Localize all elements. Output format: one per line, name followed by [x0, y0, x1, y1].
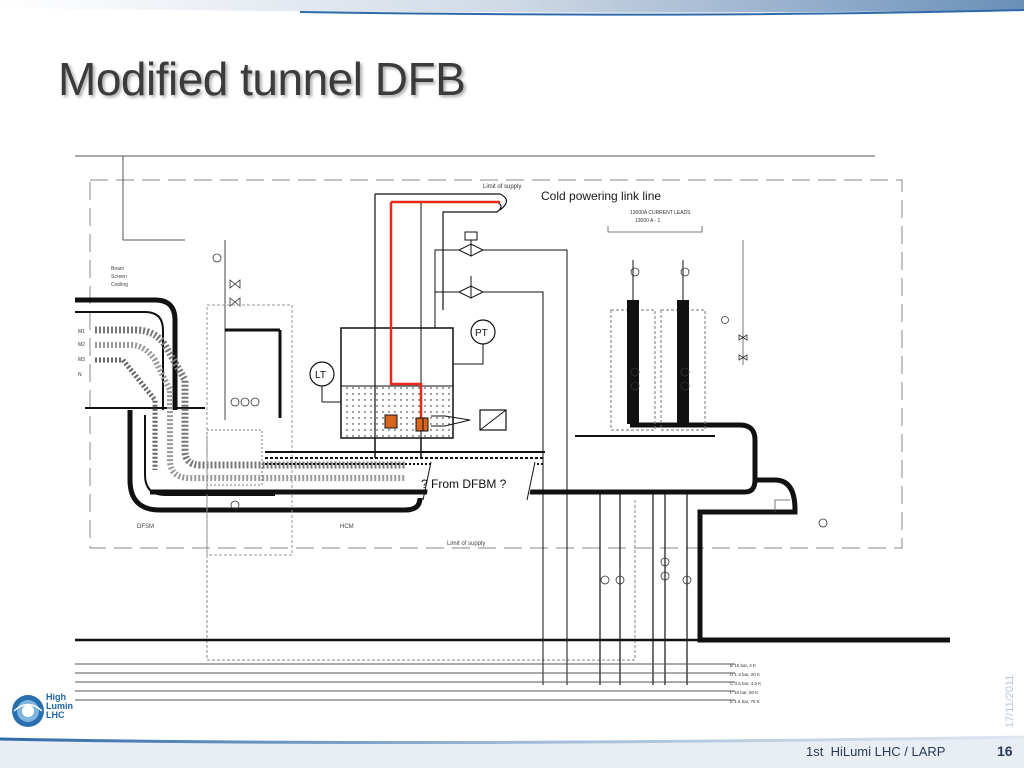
hcm-label: HCM [340, 524, 354, 530]
logo-line-1: High [46, 692, 66, 702]
helium-bath [342, 387, 452, 437]
slide-title: Modified tunnel DFB [58, 53, 466, 105]
slide-date: 17/11/2011 [1004, 674, 1016, 728]
page-number: 16 [997, 743, 1013, 759]
line-label-m2: M2 [78, 342, 85, 348]
top-band [0, 0, 1024, 16]
bottom-band [0, 735, 1024, 768]
control-valve-2 [457, 285, 472, 299]
lt-label: LT [315, 370, 326, 381]
line-label-m1: M1 [78, 329, 85, 335]
pipe-label-d: D 1.3 bar, 20 K [730, 672, 760, 677]
control-valve-1 [457, 243, 472, 257]
limit-of-supply-top: Limit of supply [483, 184, 521, 190]
logo-line-3: LHC [46, 710, 65, 720]
hilumi-logo [12, 695, 44, 727]
pipe-label-f: F 18 bar, 50 K [730, 690, 758, 695]
line-label-m3: M3 [78, 357, 85, 363]
line-label-n: N [78, 372, 82, 378]
current-leads-sub: 13000 A - 1 [635, 218, 661, 224]
limit-of-supply-bottom: Limit of supply [447, 541, 485, 547]
cold-powering-label: Cold powering link line [541, 189, 661, 203]
footer-event: 1st HiLumi LHC / LARP [806, 744, 946, 759]
current-lead-red [389, 200, 500, 422]
logo-text: High Lumin LHC [46, 693, 73, 720]
pipe-label-b: B 15 bar, 4 K [730, 663, 756, 668]
dfsm-label: DFSM [137, 524, 154, 530]
logo-line-2: Lumin [46, 701, 73, 711]
current-leads-label: 13000A CURRENT LEADS [630, 210, 691, 216]
pt-label: PT [475, 328, 488, 339]
from-dfbm-label: ? From DFBM ? [421, 477, 507, 491]
beam-screen-label-2: Screen [111, 274, 127, 280]
beam-screen-label-1: Beam [111, 266, 124, 272]
dfb-schematic: Beam Screen Cooling M1 M2 M3 N DFSM HCM … [75, 140, 950, 732]
pipe-label-c: C 3.5 bar, 4.5 K [730, 681, 761, 686]
pipe-label-e: E 1.5 bar, 75 K [730, 699, 760, 704]
beam-screen-label-3: Cooling [111, 282, 128, 288]
sensor-orange-1 [384, 414, 398, 429]
sensor-orange-2 [415, 417, 429, 432]
